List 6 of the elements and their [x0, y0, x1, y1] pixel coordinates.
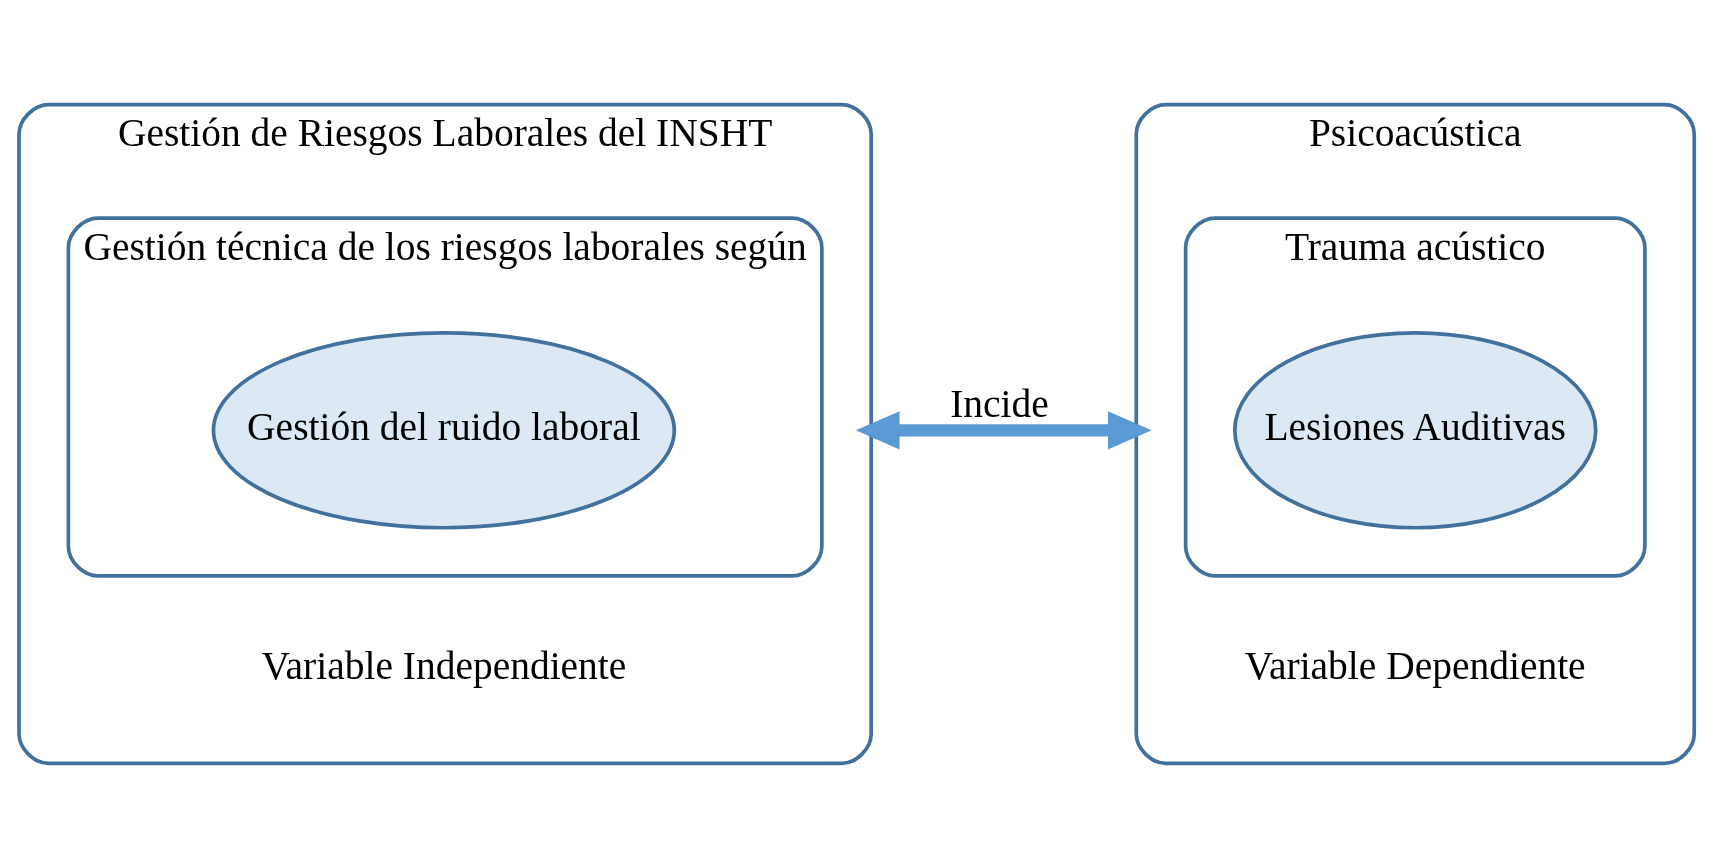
arrow [855, 410, 1152, 449]
edge-label: Incide [950, 381, 1049, 426]
node-ellipse: Lesiones Auditivas [1232, 330, 1598, 530]
node-label: Variable Dependiente [1244, 643, 1586, 688]
node-label: Variable Independiente [261, 643, 627, 688]
node-ellipse: Gestión del ruido laboral [211, 330, 677, 530]
